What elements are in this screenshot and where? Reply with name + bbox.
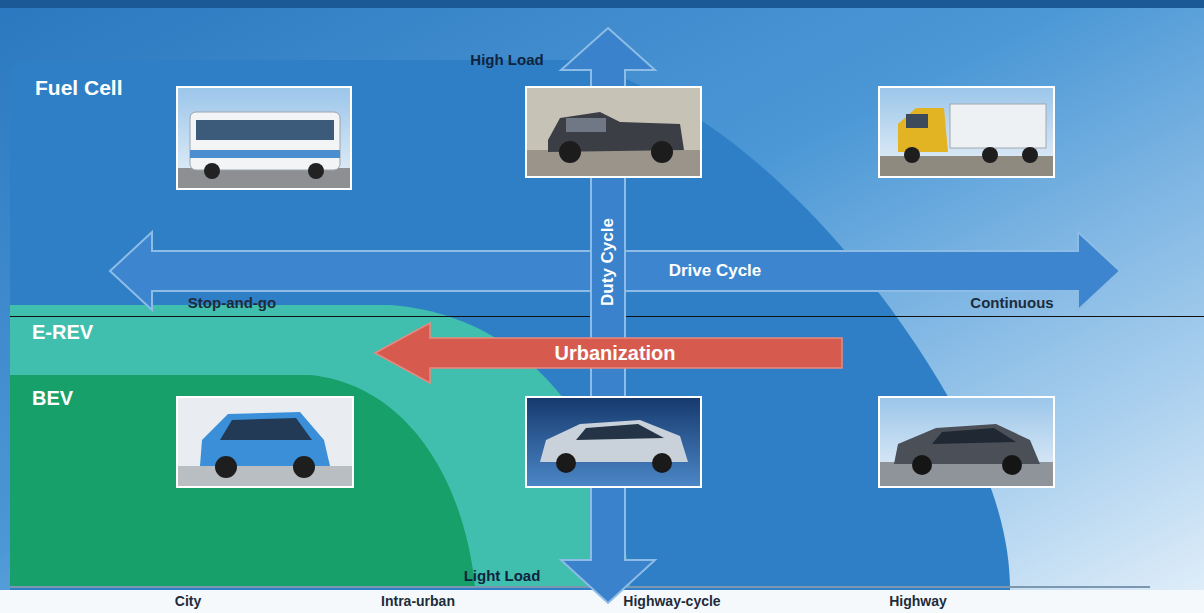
small-car-photo xyxy=(176,396,354,488)
region-name: Fuel Cell xyxy=(35,76,123,100)
axis-line xyxy=(10,586,1150,588)
axis-label: Intra-urban xyxy=(381,594,455,609)
region-shape xyxy=(10,60,1010,590)
label-holder: Stop-and-go xyxy=(188,294,276,312)
bus-photo xyxy=(176,86,352,190)
region-name: BEV xyxy=(32,387,73,410)
region-fill xyxy=(10,375,475,587)
label-holder: Continuous xyxy=(970,294,1053,312)
label-holder: City xyxy=(175,592,201,610)
truck-photo xyxy=(878,86,1055,178)
axis-label: Highway xyxy=(889,594,947,609)
label-holder: High Load xyxy=(470,51,543,69)
region-shape xyxy=(10,375,475,587)
axis-label: Continuous xyxy=(970,295,1053,312)
hatchback-photo xyxy=(525,396,702,488)
axis-label: Urbanization xyxy=(554,342,675,364)
region-band: E-REV BEV xyxy=(10,305,630,587)
label-holder: Duty Cycle xyxy=(599,218,618,306)
region-band: Fuel CellE-REV BEV xyxy=(10,60,1010,590)
axis-label: Highway-cycle xyxy=(623,594,720,609)
region-band: BEV xyxy=(10,375,475,587)
axis-label: Drive Cycle xyxy=(669,262,762,281)
axis-label: Light Load xyxy=(464,568,541,585)
pickup-photo xyxy=(525,86,702,178)
axis-label: High Load xyxy=(470,52,543,69)
axis-label: Stop-and-go xyxy=(188,295,276,312)
label-holder: Highway-cycle xyxy=(623,592,720,610)
region-shape xyxy=(10,305,630,587)
sedan-photo xyxy=(878,396,1055,488)
label-holder: Highway xyxy=(889,592,947,610)
axis-label: Duty Cycle xyxy=(599,218,618,306)
region-fill xyxy=(10,60,1010,590)
label-holder: Urbanization xyxy=(554,342,675,364)
label-holder: Drive Cycle xyxy=(669,262,762,281)
label-holder: Intra-urban xyxy=(381,592,455,610)
region-name: E-REV xyxy=(32,321,93,344)
label-holder: Light Load xyxy=(464,567,541,585)
axis-label: City xyxy=(175,594,201,609)
region-fill xyxy=(10,305,630,587)
